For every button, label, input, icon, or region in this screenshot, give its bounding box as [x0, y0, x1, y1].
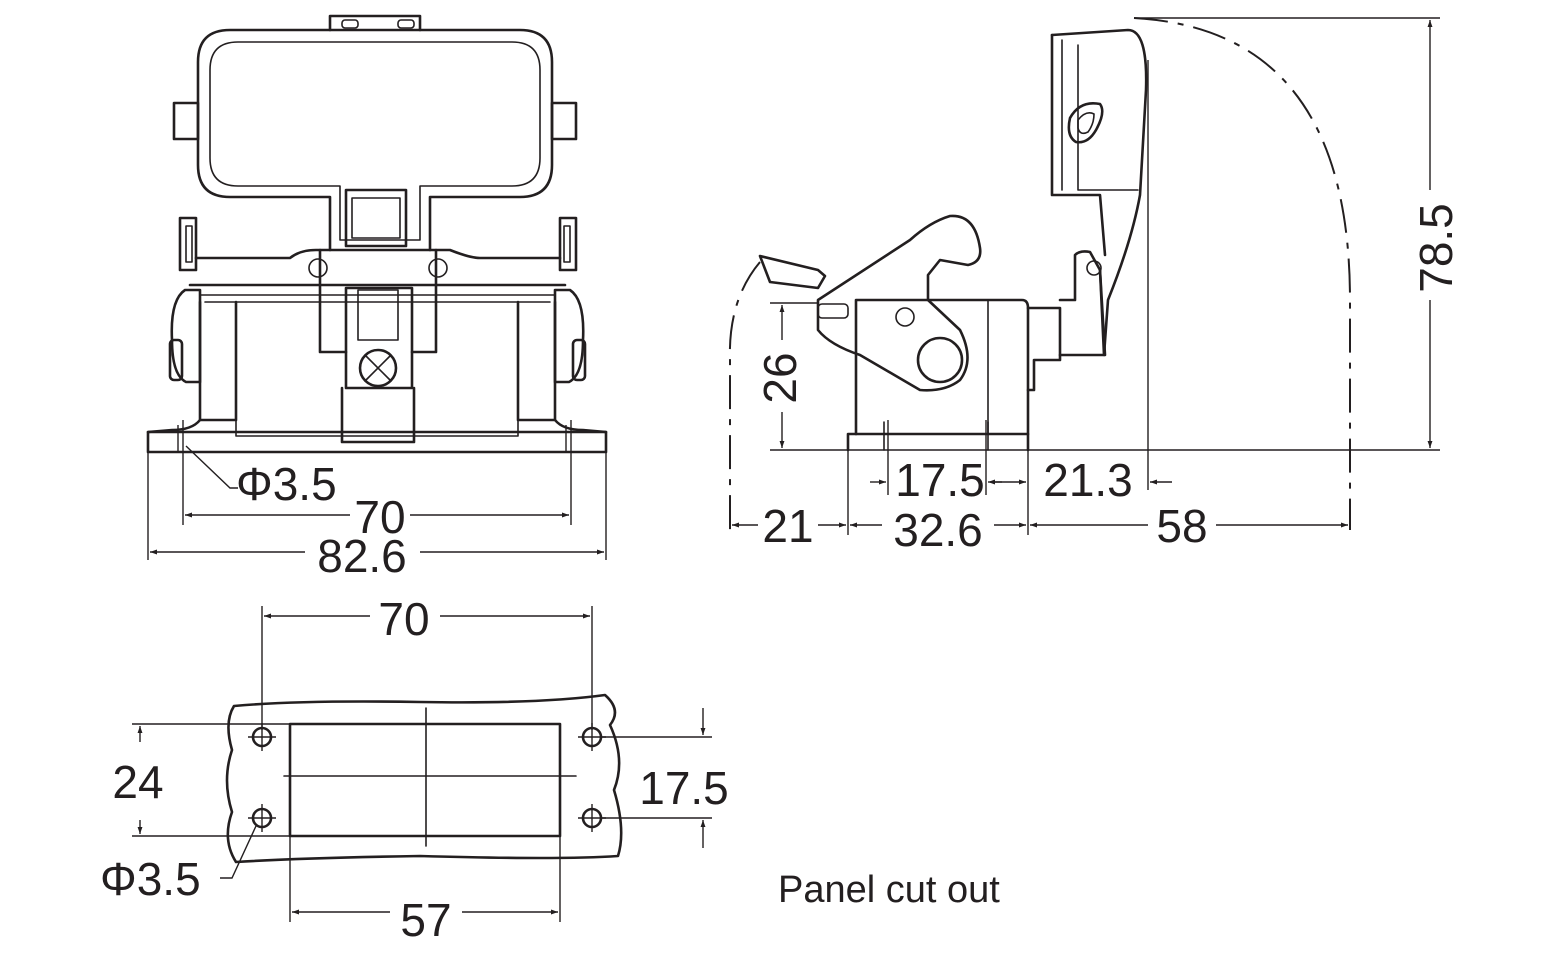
side-flap-offset-label: 21.3	[1043, 454, 1133, 506]
front-view: Φ3.5 70 82.6	[146, 14, 608, 582]
side-flap-reach-label: 58	[1156, 500, 1207, 552]
cutout-hole-spacing-h-label: 70	[378, 593, 429, 645]
cutout-height-label: 17.5	[639, 762, 729, 814]
front-hole-dia-label: Φ3.5	[236, 458, 337, 510]
front-overall-width-label: 82.6	[317, 530, 407, 582]
front-hole-spacing-label: 70	[354, 491, 405, 543]
side-inner-offset-label: 17.5	[895, 454, 985, 506]
panel-cutout-caption: Panel cut out	[778, 869, 1000, 911]
mount-hole	[248, 804, 276, 832]
panel-cutout-view: 70 24 17.5 Φ3.5 57 Panel cut out	[100, 593, 1000, 946]
side-height-label: 78.5	[1410, 203, 1462, 293]
side-view: 78.5 26 17.5 21.3 21 32.6 58	[728, 17, 1462, 556]
side-lever-overhang-label: 21	[762, 500, 813, 552]
cutout-hole-spacing-v-label: 24	[112, 756, 163, 808]
cutout-hole-dia-label: Φ3.5	[100, 853, 201, 905]
side-base-depth-label: 32.6	[893, 504, 983, 556]
cutout-width-label: 57	[400, 894, 451, 946]
side-base-height-label: 26	[754, 352, 806, 403]
